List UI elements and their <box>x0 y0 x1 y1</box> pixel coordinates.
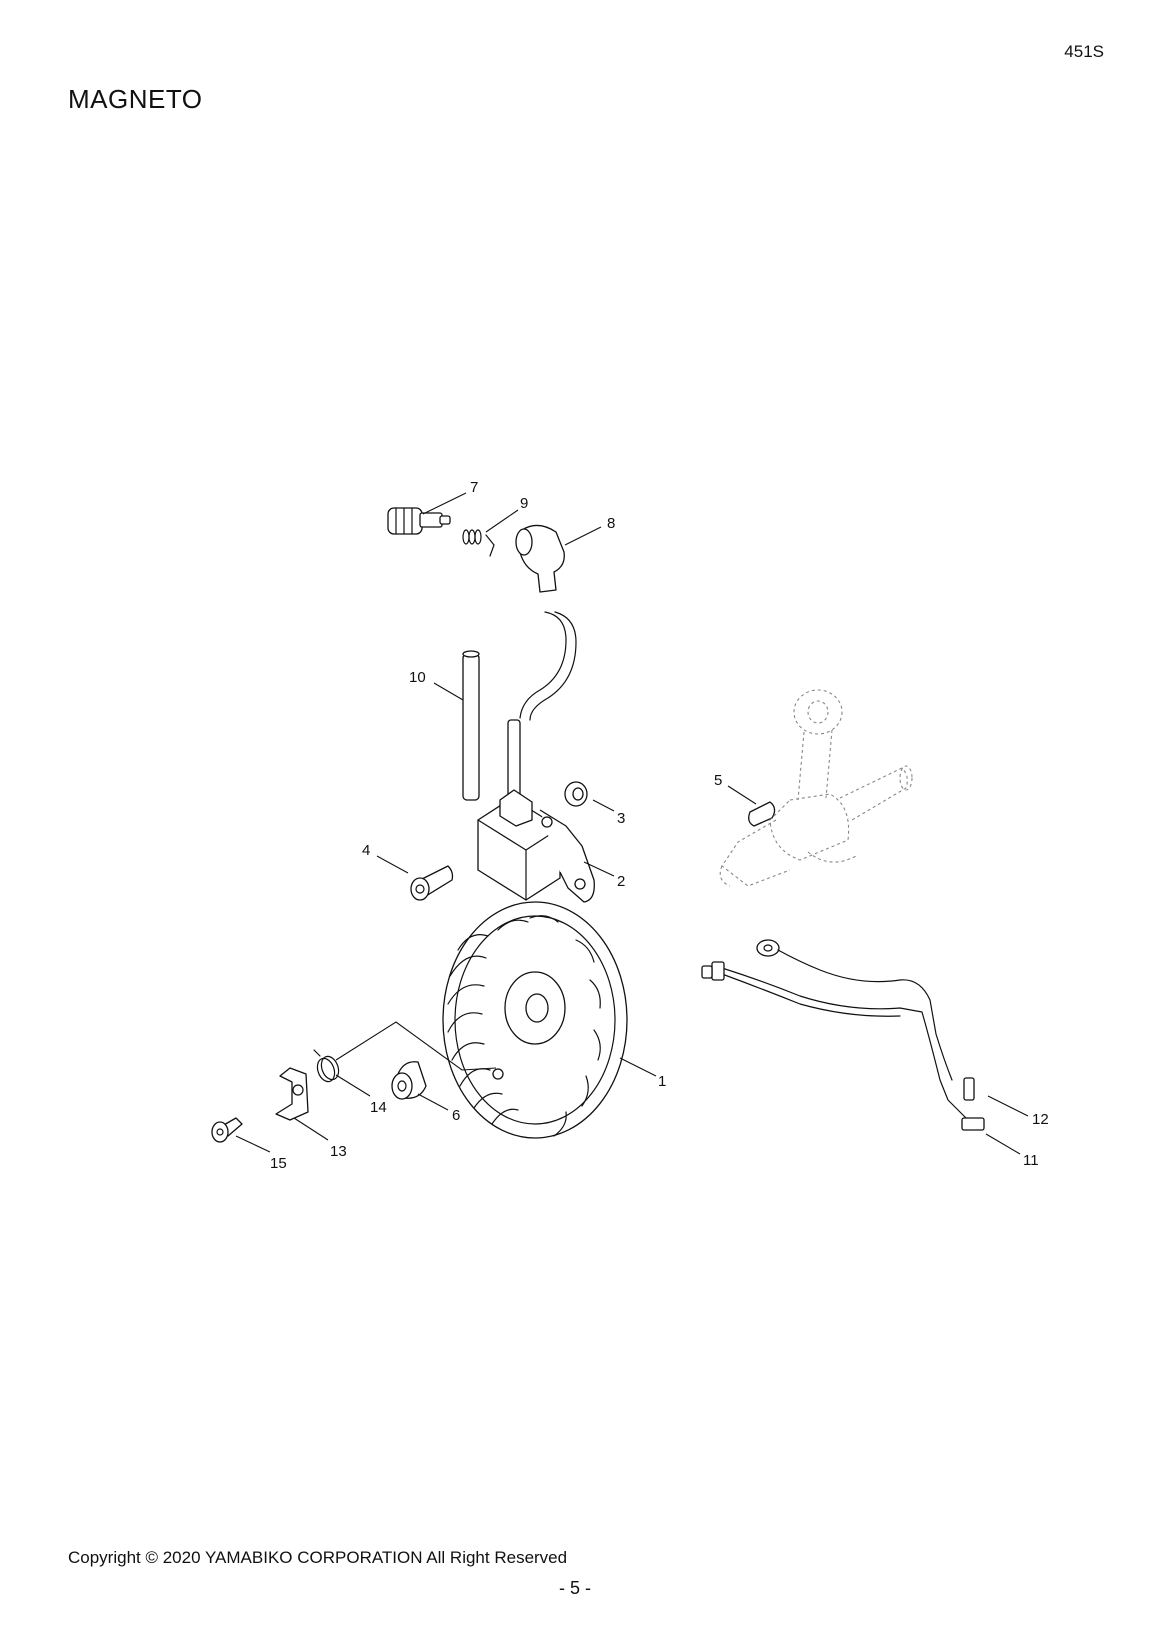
part-2-ignition-coil <box>477 789 595 903</box>
model-number: 451S <box>1064 42 1104 61</box>
callout-15: 15 <box>270 1155 287 1172</box>
callout-5: 5 <box>714 772 722 789</box>
part-5-woodruff-key <box>748 801 776 827</box>
callout-4: 4 <box>362 842 370 859</box>
ignition-lead <box>507 611 577 803</box>
part-4-bolt <box>410 865 454 901</box>
callout-11: 11 <box>1023 1152 1039 1169</box>
crankshaft-reference <box>719 689 913 887</box>
part-3-washer <box>564 781 588 807</box>
callout-10: 10 <box>409 669 426 686</box>
part-14-spring-clip <box>313 1049 340 1083</box>
callout-12: 12 <box>1032 1111 1049 1128</box>
part-10-tube <box>462 650 480 801</box>
callout-9: 9 <box>520 495 528 512</box>
page-title: MAGNETO <box>68 84 203 114</box>
callout-14: 14 <box>370 1099 387 1116</box>
part-15-screw <box>211 1117 243 1143</box>
part-8-plug-cap <box>515 524 565 593</box>
part-13-bracket <box>275 1067 309 1121</box>
callout-1: 1 <box>658 1073 666 1090</box>
part-7-spark-plug <box>387 507 451 535</box>
wiring-harness <box>701 939 985 1131</box>
page-number: - 5 - <box>558 1578 591 1598</box>
callout-6: 6 <box>452 1107 460 1124</box>
copyright-notice: Copyright © 2020 YAMABIKO CORPORATION Al… <box>68 1548 568 1567</box>
part-9-spring <box>462 529 495 557</box>
part-1-flywheel <box>442 901 628 1139</box>
callout-7: 7 <box>470 479 478 496</box>
callout-8: 8 <box>607 515 615 532</box>
callout-2: 2 <box>617 873 625 890</box>
part-6-nut <box>391 1061 427 1100</box>
callout-3: 3 <box>617 810 625 827</box>
callout-13: 13 <box>330 1143 347 1160</box>
